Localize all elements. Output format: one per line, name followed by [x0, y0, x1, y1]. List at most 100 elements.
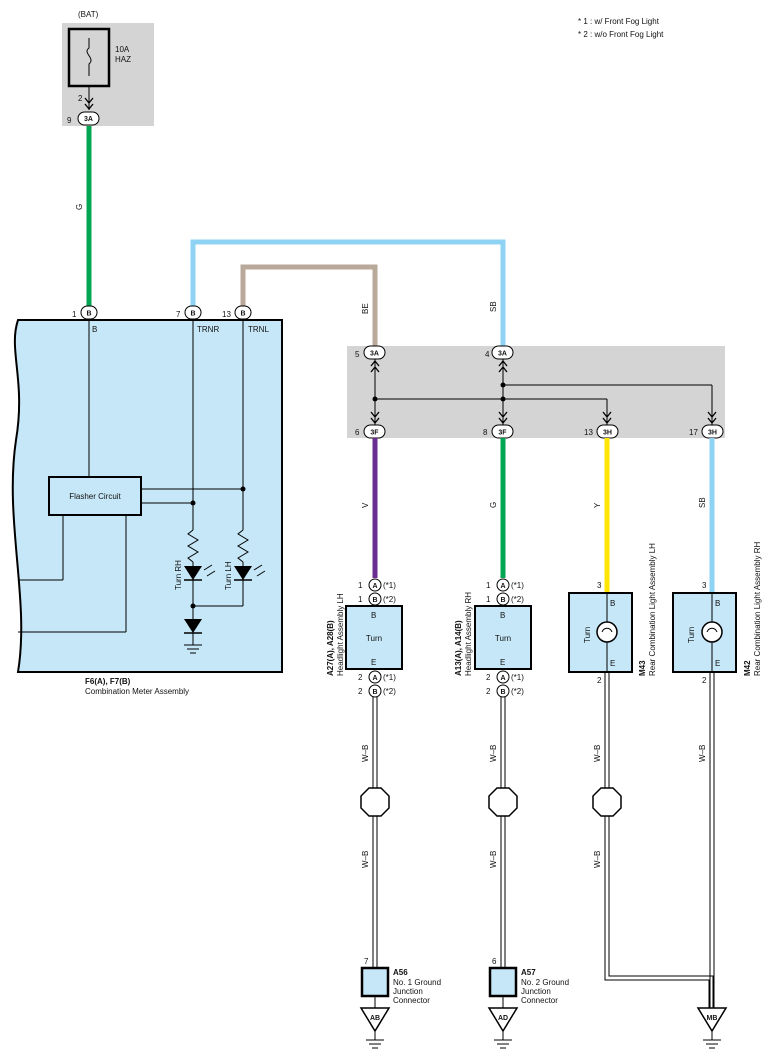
hl-rh-note-in-a: (*1) — [511, 581, 524, 590]
ground-icon — [366, 1031, 384, 1049]
junction-dot — [190, 500, 196, 506]
gj-a57-name-1: No. 2 Ground — [521, 978, 569, 987]
junction-dot — [500, 382, 506, 388]
bulb-filament-icon — [601, 627, 613, 633]
hl-lh-note-in-a: (*1) — [383, 581, 396, 590]
rl-rh-name: Rear Combination Light Assembly RH — [753, 541, 762, 676]
meter-connector-1-code: B — [86, 311, 91, 318]
wire-wb-label: W–B — [593, 745, 602, 762]
hl-rh-box — [474, 605, 532, 670]
hl-rh-code: A13(A), A14(B) — [454, 620, 463, 676]
connector-chevron-icon — [707, 411, 717, 425]
junction-dot — [500, 396, 506, 402]
resistor-rh-icon — [187, 529, 199, 563]
headlight-lh: 1 A (*1) 1 B (*2) B Turn E 2 A (*1) 2 B … — [326, 578, 403, 698]
hl-rh-note-out-a: (*1) — [511, 673, 524, 682]
rl-lh-pin-out: 2 — [597, 676, 602, 685]
hl-lh-connector-out-a-code: A — [372, 675, 377, 682]
junction-bottom-pin-13: 13 — [584, 428, 593, 437]
hl-rh-in-label: B — [500, 611, 505, 620]
gj-a56-name-3: Connector — [393, 996, 430, 1005]
connector-chevron-icon — [498, 411, 508, 425]
turn-lh-label: Turn LH — [224, 561, 233, 590]
rl-lh-pin-in: 3 — [597, 581, 602, 590]
gj-a57-pin: 6 — [492, 957, 497, 966]
hl-rh-connector-out-a — [496, 670, 510, 684]
wire-wb-label: W–B — [361, 745, 370, 762]
wire-g-rh-label: G — [489, 502, 498, 508]
hl-lh-connector-out-b-code: B — [372, 689, 377, 696]
meter-pin-1: 1 — [72, 310, 77, 319]
turn-rh-label: Turn RH — [174, 560, 183, 590]
hl-lh-box-label: Turn — [366, 634, 382, 643]
meter-outline — [11, 319, 283, 673]
ground-point-ab: AB — [370, 1015, 380, 1022]
splice-octagon-icon — [592, 787, 622, 817]
wire-wb-rl-lh-b — [608, 672, 714, 1008]
rl-rh-out-label: E — [715, 659, 720, 668]
gj-a57-code: A57 — [521, 968, 536, 977]
connector-chevron-icon — [602, 411, 612, 425]
junction-top-pin-5: 5 — [355, 350, 360, 359]
note-fog-light: * 1 : w/ Front Fog Light — [578, 17, 660, 26]
meter-code: F6(A), F7(B) — [85, 677, 131, 686]
fuse-rating: 10A — [115, 45, 130, 54]
junction-bottom-connector-17-code: 3H — [708, 430, 717, 437]
wire-wb-label: W–B — [593, 851, 602, 868]
ground-icon — [703, 1031, 721, 1049]
wire-wb-label: W–B — [489, 745, 498, 762]
hl-rh-pin-out-b: 2 — [486, 687, 491, 696]
hl-lh-pin-out-b: 2 — [358, 687, 363, 696]
rl-rh-pin-out: 2 — [702, 676, 707, 685]
rear-light-lh: 3 B Turn E 2 M43 Rear Combination Light … — [568, 543, 657, 685]
wire-y-label: Y — [593, 502, 602, 508]
junction-dot — [372, 396, 378, 402]
ground-point-icon — [359, 1007, 391, 1033]
junction-panel — [347, 346, 725, 438]
light-emission-icon — [203, 564, 216, 577]
note-no-fog-light: * 2 : w/o Front Fog Light — [578, 30, 664, 39]
rl-rh-code: M42 — [743, 660, 752, 676]
rl-rh-box-label: Turn — [687, 627, 696, 643]
flasher-circuit-box — [48, 476, 142, 516]
junction-top-connector-4-code: 3A — [498, 351, 507, 358]
fuse-connector — [77, 111, 100, 126]
rl-lh-box-label: Turn — [583, 627, 592, 643]
hl-lh-connector-out-a — [368, 670, 382, 684]
flasher-circuit-label: Flasher Circuit — [69, 492, 121, 501]
wire-wb-label: W–B — [361, 851, 370, 868]
meter-name: Combination Meter Assembly — [85, 687, 189, 696]
rl-lh-out-label: E — [610, 659, 615, 668]
wire-sb-top — [190, 239, 506, 346]
junction-top-connector-5-code: 3A — [370, 351, 379, 358]
gj-a57-name-3: Connector — [521, 996, 558, 1005]
hl-lh-connector-in-a — [368, 578, 382, 592]
fuse-conn-pin: 9 — [67, 116, 72, 125]
ground-point-icon — [487, 1007, 519, 1033]
gj-a57-box — [488, 966, 518, 998]
meter-connector-7-code: B — [190, 311, 195, 318]
hl-rh-out-label: E — [500, 658, 505, 667]
meter-pin-13: 13 — [222, 310, 231, 319]
ground-wires — [372, 672, 715, 1008]
ground-icon — [184, 644, 202, 654]
meter-pin-7: 7 — [176, 310, 181, 319]
bulb-icon — [596, 621, 618, 643]
meter-pin-1-label: B — [92, 325, 97, 334]
ground-junction-a57: 6 A57 No. 2 Ground Junction Connector AD — [487, 957, 569, 1049]
junction-bottom-connector-13-code: 3H — [603, 430, 612, 437]
hl-rh-note-in-b: (*2) — [511, 595, 524, 604]
junction-bottom-connector-8-code: 3F — [498, 430, 507, 437]
bulb-filament-icon — [706, 627, 718, 633]
rear-light-rh: 3 B Turn E 2 M42 Rear Combination Light … — [672, 541, 762, 685]
fuse-source: (BAT) — [78, 10, 99, 19]
junction-top-pin-4: 4 — [485, 350, 490, 359]
hl-rh-note-out-b: (*2) — [511, 687, 524, 696]
rl-lh-name: Rear Combination Light Assembly LH — [648, 543, 657, 676]
wire-g-fuse-label: G — [75, 204, 84, 210]
gj-a56-code: A56 — [393, 968, 408, 977]
wire-wb-label: W–B — [698, 745, 707, 762]
ground-junction-a56: 7 A56 No. 1 Ground Junction Connector AB — [359, 957, 441, 1049]
gj-a56-name-1: No. 1 Ground — [393, 978, 441, 987]
meter-pin-13-label: TRNL — [248, 325, 269, 334]
